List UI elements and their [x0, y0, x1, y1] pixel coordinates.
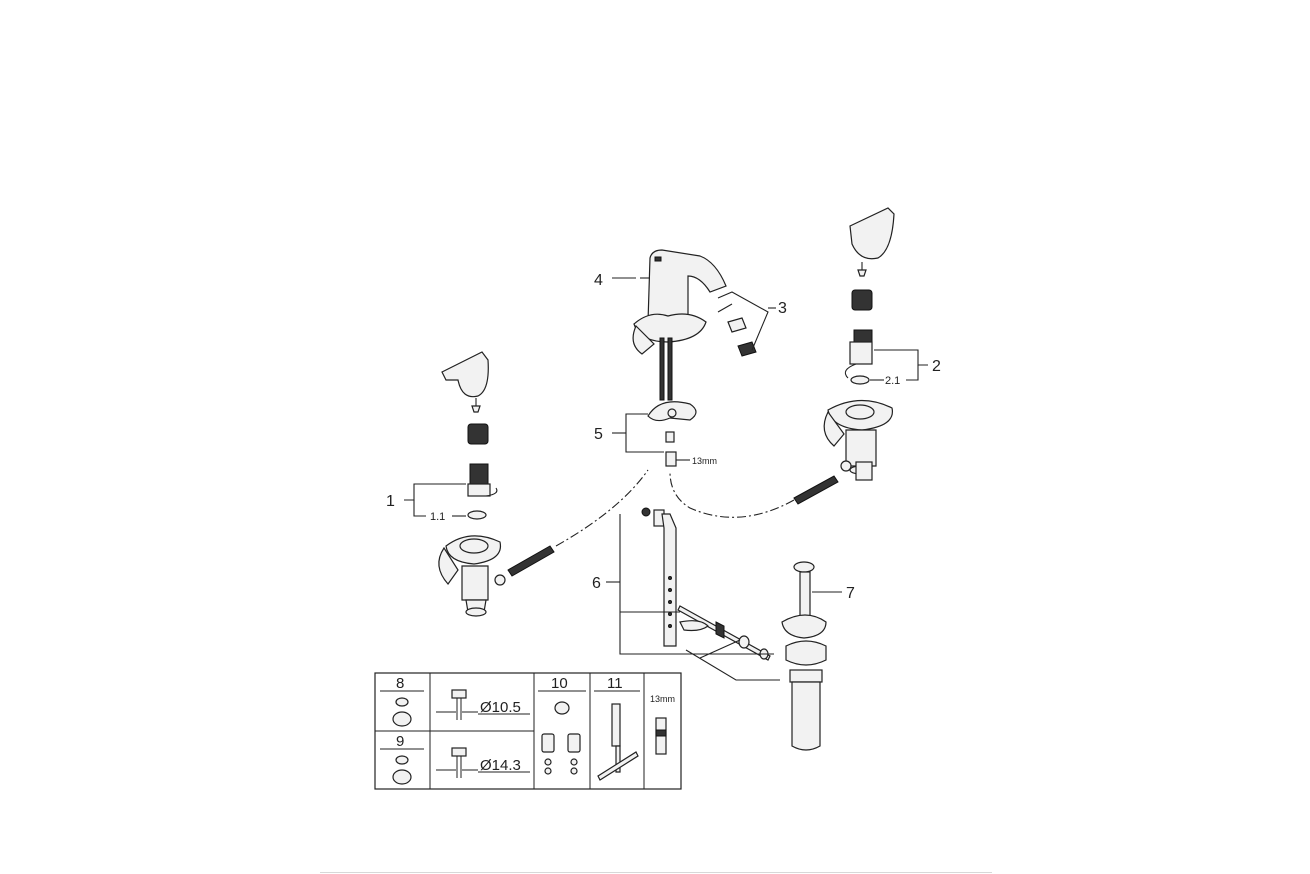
washer-icon [544, 758, 552, 766]
callout-4: 4 [594, 272, 603, 289]
table-cell-9: 9 [396, 733, 404, 750]
callout-1-1: 1.1 [430, 511, 445, 523]
callout-7: 7 [846, 585, 855, 602]
adapter-icon [567, 733, 581, 753]
left-handle [441, 351, 489, 413]
washer-icon [544, 767, 552, 775]
table-cell-8: 8 [396, 675, 404, 692]
washer-icon [570, 758, 578, 766]
washer-icon [570, 767, 578, 775]
callout-1: 1 [386, 493, 395, 510]
table-cell-11: 11 [607, 675, 623, 692]
pop-up-drain [781, 561, 827, 751]
socket-tool-icon [611, 703, 621, 747]
table-cell-wrench-size: 13mm [650, 694, 675, 704]
nut-icon [392, 769, 412, 785]
aerator-parts [717, 303, 757, 357]
callout-2: 2 [932, 358, 941, 375]
accessory-parts-table: 8 Ø10.5 9 Ø14.3 10 11 [374, 672, 682, 790]
left-supply-hose [494, 469, 649, 586]
right-valve-body [823, 399, 894, 481]
bottom-divider [320, 872, 992, 873]
callout-6: 6 [592, 575, 601, 592]
callout-labels: 1 1.1 2 2.1 3 4 5 13mm 6 7 [386, 272, 941, 602]
adapter-icon [541, 733, 555, 753]
washer-icon [395, 755, 409, 765]
leader-lines [404, 277, 928, 681]
right-handle [849, 207, 895, 277]
callout-5-wrench-size: 13mm [692, 456, 717, 466]
left-cartridge [467, 423, 498, 520]
right-supply-hose [669, 460, 852, 518]
cap-icon [554, 701, 570, 715]
washer-icon [395, 697, 409, 707]
nut-icon [392, 711, 412, 727]
callout-5: 5 [594, 426, 603, 443]
spout-hoses [659, 337, 673, 401]
mounting-bracket [647, 401, 697, 467]
table-cell-9-dimension: Ø14.3 [480, 757, 521, 774]
table-cell-10: 10 [551, 675, 568, 692]
lift-rod [641, 507, 677, 647]
spout-body [632, 249, 727, 355]
right-cartridge [844, 289, 873, 385]
left-valve-body [438, 535, 502, 617]
callout-2-1: 2.1 [885, 375, 900, 387]
callout-3: 3 [778, 300, 787, 317]
table-cell-8-dimension: Ø10.5 [480, 699, 521, 716]
pivot-rod [677, 605, 771, 661]
